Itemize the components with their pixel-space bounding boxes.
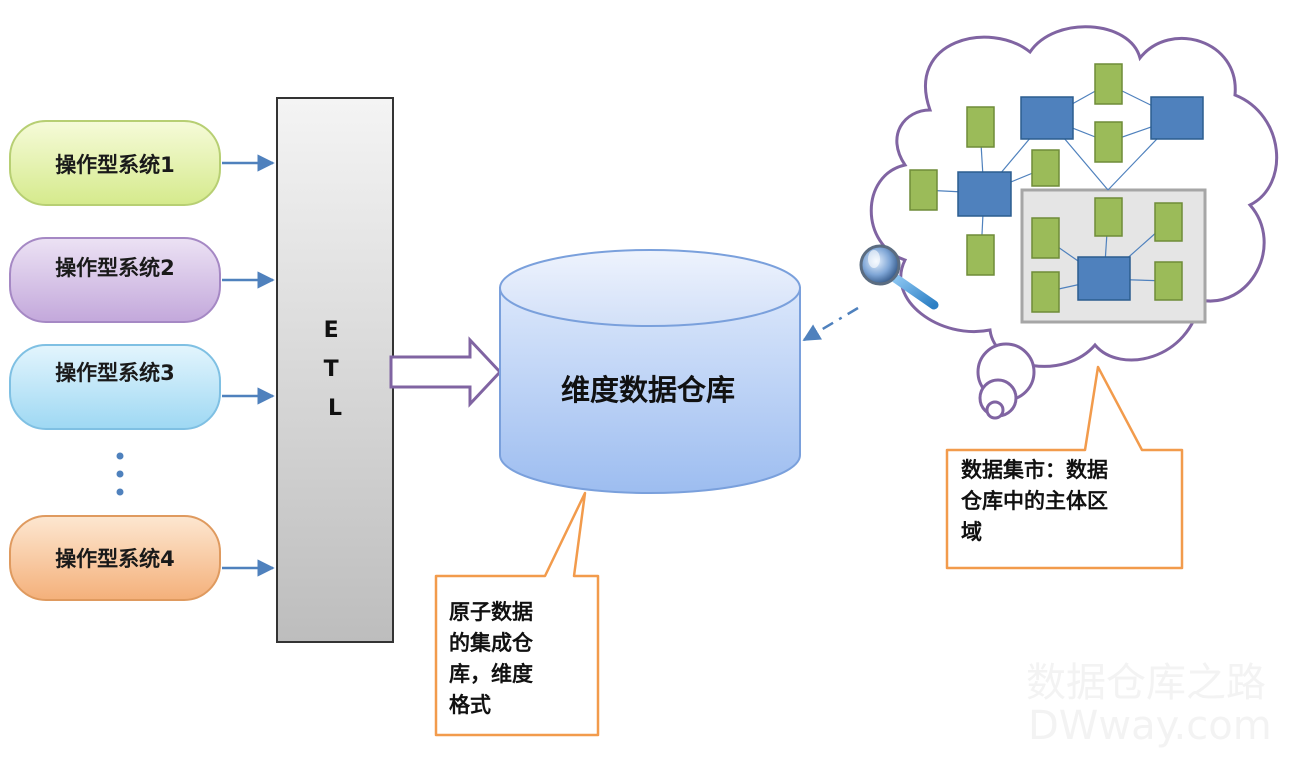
data-mart-graph xyxy=(909,63,1207,324)
watermark-line-1: 数据仓库之路 xyxy=(1026,660,1266,706)
source-system-4: 操作型系统4 xyxy=(9,515,221,601)
graph-leaf-node xyxy=(1031,217,1060,259)
source-system-4-label: 操作型系统4 xyxy=(55,547,175,571)
etl-to-warehouse-arrow xyxy=(389,336,503,408)
data-mart-callout-box xyxy=(945,365,1184,570)
etl-label: E T L xyxy=(324,318,347,421)
warehouse-callout-box xyxy=(434,491,600,737)
graph-leaf-node xyxy=(909,169,938,211)
more-systems-ellipsis xyxy=(116,452,124,496)
source-system-2-label: 操作型系统2 xyxy=(55,256,175,280)
source-system-3: 操作型系统3 xyxy=(9,344,221,430)
graph-leaf-node xyxy=(1031,149,1060,187)
source-system-1: 操作型系统1 xyxy=(9,120,221,206)
dimensional-data-warehouse: 维度数据仓库 xyxy=(499,249,801,494)
magnifier-icon xyxy=(859,244,939,310)
graph-leaf-node xyxy=(1154,261,1183,301)
graph-leaf-node xyxy=(966,106,995,148)
source-system-3-label: 操作型系统3 xyxy=(55,361,175,385)
graph-hub-node xyxy=(1150,96,1204,140)
graph-leaf-node xyxy=(1031,271,1060,313)
etl-block: E T L xyxy=(276,97,394,643)
data-mart-callout-text: 数据集市：数据 仓库中的主体区 域 xyxy=(961,458,1108,544)
mart-to-warehouse-dashed-arrow xyxy=(802,306,859,342)
graph-leaf-node xyxy=(1094,197,1123,237)
source-system-2: 操作型系统2 xyxy=(9,237,221,323)
graph-leaf-node xyxy=(1094,121,1123,163)
warehouse-callout-text: 原子数据 的集成仓 库，维度 格式 xyxy=(449,600,533,717)
graph-leaf-node xyxy=(966,234,995,276)
source-to-etl-arrows xyxy=(222,154,275,577)
watermark-line-2: DWway.com xyxy=(1028,703,1272,749)
warehouse-label: 维度数据仓库 xyxy=(561,373,735,407)
graph-leaf-node xyxy=(1094,63,1123,105)
graph-hub-node xyxy=(1077,256,1131,301)
graph-hub-node xyxy=(1020,96,1074,140)
graph-leaf-node xyxy=(1154,202,1183,242)
graph-hub-node xyxy=(957,171,1012,217)
source-system-1-label: 操作型系统1 xyxy=(55,153,175,177)
